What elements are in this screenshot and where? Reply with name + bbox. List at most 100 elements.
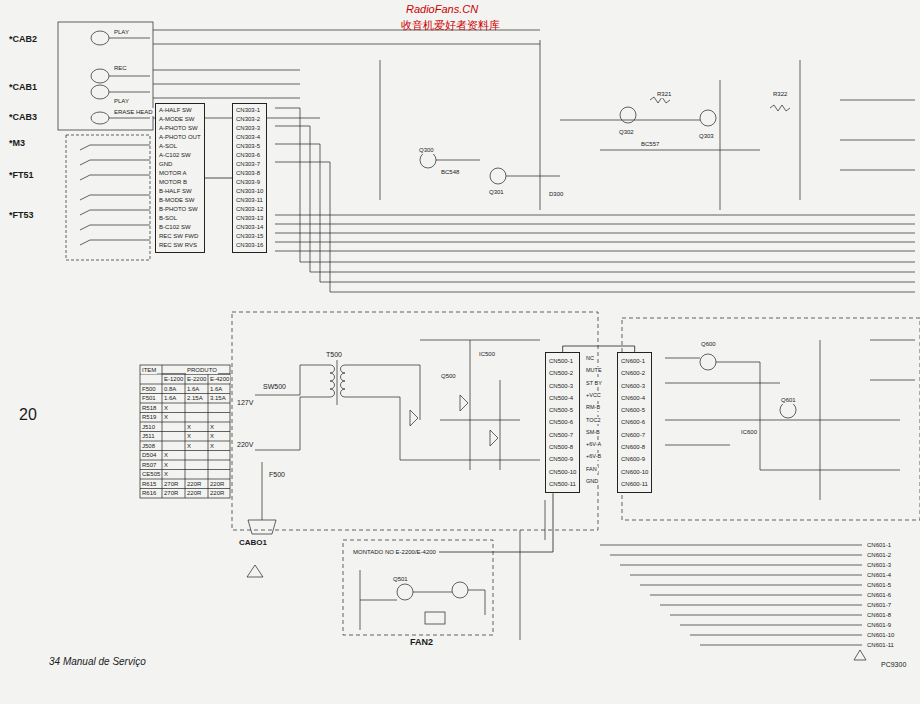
pin-name: CN500-3	[549, 380, 576, 392]
schematic-label: 220V	[236, 440, 254, 449]
schematic-label: NC	[585, 355, 595, 362]
fan-module: MONTADO NO E-2200/E-4200FAN2	[350, 546, 439, 559]
transistor-symbol	[620, 107, 636, 123]
fan-connector	[425, 612, 445, 624]
module-name: FAN2	[410, 638, 433, 647]
switch-contacts	[80, 145, 150, 245]
schematic-label: ST BY	[585, 380, 603, 387]
schematic-label: 220R	[209, 489, 225, 497]
schematic-label: J510	[141, 423, 156, 431]
pin-name: CN303-4	[236, 133, 263, 142]
pin-name: CN303-9	[236, 178, 263, 187]
schematic-label: *CAB2	[8, 34, 38, 45]
pin-name: REC SW FWD	[159, 232, 201, 241]
resistor-symbol	[650, 97, 790, 111]
transistor-symbol	[700, 110, 716, 126]
schematic-label: E-2200	[186, 375, 207, 383]
transistor-symbol	[397, 584, 413, 600]
schematic-label: Q303	[698, 132, 715, 140]
pin-name: A-C102 SW	[159, 151, 201, 160]
pin-name: B-PHOTO SW	[159, 205, 201, 214]
transistor-symbol	[452, 582, 468, 598]
schematic-label: Q501	[392, 575, 409, 583]
schematic-label: 220R	[186, 489, 202, 497]
schematic-label: CN601-10	[866, 631, 895, 639]
pin-name: A-HALF SW	[159, 106, 201, 115]
pin-name: CN500-2	[549, 367, 576, 379]
pin-name: MOTOR A	[159, 169, 201, 178]
transistor-symbol	[490, 168, 506, 184]
schematic-label: MUTE	[585, 367, 603, 374]
pin-name: CN303-8	[236, 169, 263, 178]
pin-name: CN303-6	[236, 151, 263, 160]
pin-name: CN500-11	[549, 478, 576, 490]
schematic-label: 收音机爱好者资料库	[400, 18, 501, 32]
schematic-label: 20	[18, 405, 38, 425]
pin-name: B-SOL	[159, 214, 201, 223]
transistor-symbol	[700, 354, 716, 370]
pin-name: CN600-7	[621, 429, 648, 441]
schematic-label: +VCC	[585, 392, 602, 399]
schematic-label: 1.6A	[209, 385, 223, 393]
pin-name: CN600-9	[621, 453, 648, 465]
schematic-label: 1.6A	[163, 394, 177, 402]
connector-block: CN500-1CN500-2CN500-3CN500-4CN500-5CN500…	[545, 352, 580, 493]
schematic-label: 270R	[163, 480, 179, 488]
pin-name: CN500-4	[549, 392, 576, 404]
connector-block: CN600-1CN600-2CN600-3CN600-4CN600-5CN600…	[617, 352, 652, 493]
schematic-label: Q600	[700, 340, 717, 348]
pin-name: CN600-5	[621, 404, 648, 416]
switch-block	[66, 135, 150, 260]
pin-name: CN600-3	[621, 380, 648, 392]
ground-symbol	[854, 650, 866, 660]
schematic-label: +6V-A	[585, 441, 602, 448]
pin-name: CN303-12	[236, 205, 263, 214]
schematic-label: J511	[141, 432, 156, 440]
schematic-label: X	[163, 404, 169, 412]
schematic-label: D504	[141, 451, 157, 459]
pin-name: CN303-14	[236, 223, 263, 232]
schematic-label: ITEM	[141, 366, 157, 374]
schematic-label: *M3	[8, 138, 26, 149]
bus-wires	[275, 215, 915, 292]
schematic-label: CN601-7	[866, 601, 892, 609]
pin-name: CN303-1	[236, 106, 263, 115]
pin-name: CN500-6	[549, 416, 576, 428]
schematic-label: R507	[141, 461, 157, 469]
schematic-label: D300	[548, 190, 564, 198]
schematic-label: X	[209, 423, 215, 431]
schematic-label: R615	[141, 480, 157, 488]
schematic-label: 220R	[209, 480, 225, 488]
schematic-label: CN601-2	[866, 551, 892, 559]
pin-name: MONTADO NO E-2200/E-4200	[353, 548, 436, 557]
schematic-label: X	[163, 470, 169, 478]
pin-name: A-MODE SW	[159, 115, 201, 124]
schematic-label: 2.15A	[186, 394, 204, 402]
schematic-label: PLAY	[113, 28, 130, 36]
pin-name: CN500-7	[549, 429, 576, 441]
schematic-label: PRODUTO	[186, 366, 218, 374]
connector-block: CN303-1CN303-2CN303-3CN303-4CN303-5CN303…	[232, 103, 267, 253]
schematic-label: SM-B	[585, 429, 601, 436]
schematic-label: CN601-5	[866, 581, 892, 589]
pin-name: CN303-15	[236, 232, 263, 241]
schematic-label: PLAY	[113, 97, 130, 105]
circuit-traces	[380, 40, 915, 210]
schematic-label: Q302	[618, 128, 635, 136]
pin-name: CN600-11	[621, 478, 648, 490]
pin-name: CN600-1	[621, 355, 648, 367]
schematic-label: BC557	[640, 140, 660, 148]
schematic-label: FAN	[585, 466, 598, 473]
schematic-label: X	[186, 442, 192, 450]
schematic-label: J508	[141, 442, 156, 450]
schematic-label: X	[186, 423, 192, 431]
pin-name: CN303-10	[236, 187, 263, 196]
schematic-label: X	[163, 413, 169, 421]
pin-name: CN303-2	[236, 115, 263, 124]
schematic-label: T500	[325, 350, 343, 359]
schematic-label: BC548	[440, 168, 460, 176]
schematic-label: 3.15A	[209, 394, 227, 402]
pin-name: CN600-4	[621, 392, 648, 404]
schematic-label: CN601-1	[866, 541, 892, 549]
